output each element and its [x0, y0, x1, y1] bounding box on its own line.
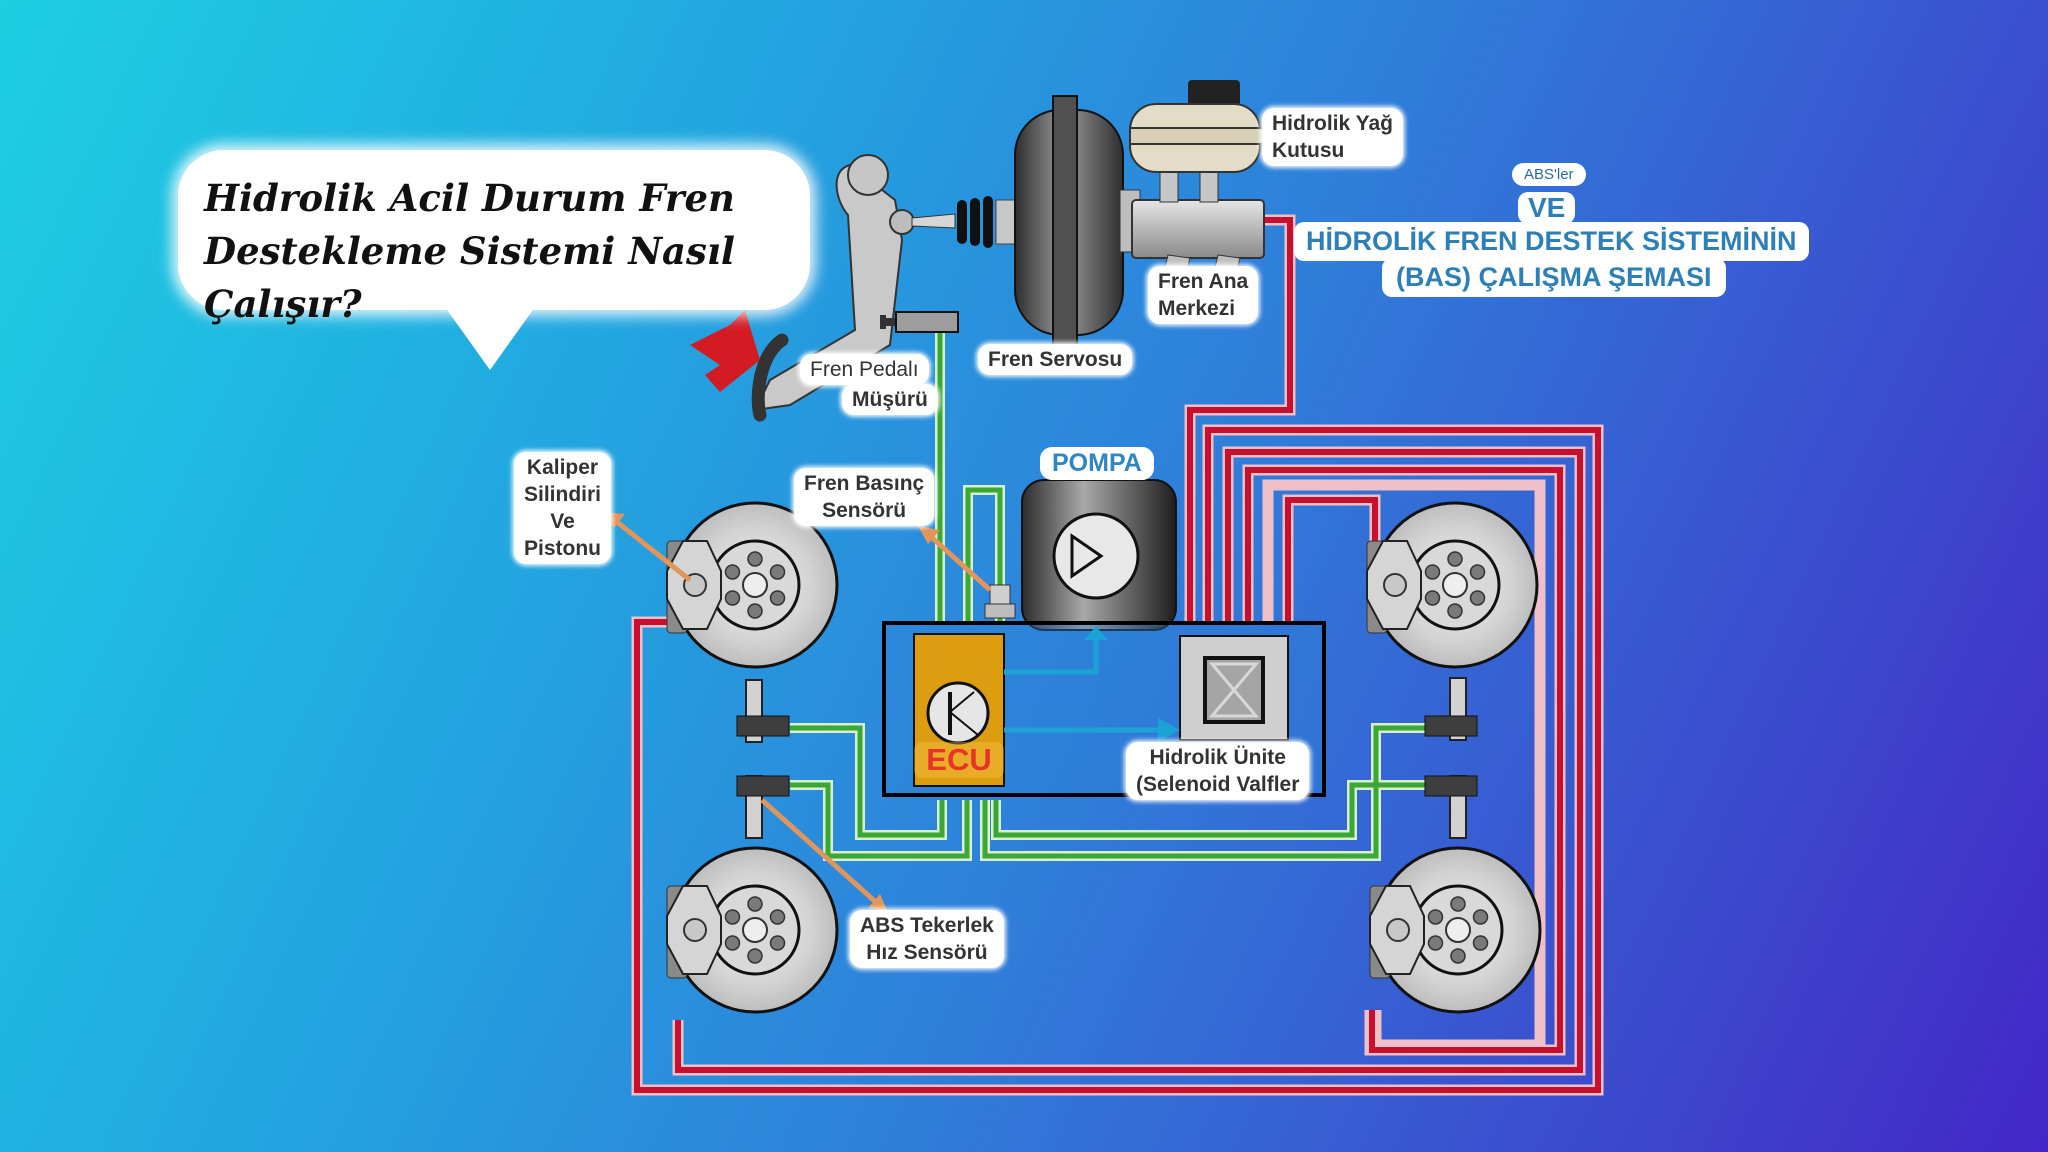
- caliper: [1369, 885, 1425, 979]
- master-cylinder-label: Fren Ana Merkezi: [1148, 266, 1259, 324]
- brake-line-front-right: [1285, 497, 1378, 625]
- speed-sensor-pointer: [760, 798, 880, 906]
- question-bubble-tail: [440, 300, 540, 370]
- hydraulic-unit-label: Hidrolik Ünite (Selenoid Valfler: [1126, 742, 1310, 800]
- speed-sensor-front-right: [1424, 677, 1478, 741]
- pressure-sensor-label: Fren Basınç Sensörü: [794, 468, 935, 526]
- pump-control-arrow: [1004, 640, 1099, 675]
- wheel-front-left: [666, 501, 839, 669]
- speed-sensor-rear-left: [736, 775, 790, 839]
- pedal-switch: [880, 311, 959, 333]
- valve-icon: [1208, 662, 1260, 718]
- play-icon: [1070, 533, 1104, 579]
- fluid-reservoir: [1129, 80, 1266, 173]
- pump-label: POMPA: [1040, 447, 1154, 480]
- pressure-sensor: [984, 584, 1016, 619]
- caliper: [666, 885, 722, 979]
- reservoir-label: Hidrolik Yağ Kutusu: [1262, 108, 1403, 166]
- wheel-rear-left: [666, 846, 839, 1014]
- wheel-speed-sensor-label: ABS Tekerlek Hız Sensörü: [850, 910, 1004, 968]
- speed-sensor-rear-right: [1424, 775, 1478, 839]
- wheel-rear-right: [1369, 846, 1542, 1014]
- signal-lines: [790, 318, 1450, 861]
- abs-label: ABS'ler: [1512, 163, 1586, 186]
- arrow-up-icon: [1084, 626, 1108, 640]
- brake-line-rear-left: [675, 449, 1583, 1073]
- pressure-pointer: [926, 532, 992, 592]
- ecu-label: ECU: [914, 742, 1004, 778]
- wheel-speed-sensors: [736, 677, 1478, 839]
- transistor-icon: [926, 681, 990, 745]
- question-text: Hidrolik Acil Durum Fren Destekleme Sist…: [204, 176, 735, 326]
- caliper-pointer: [610, 516, 692, 582]
- title-line-1: HİDROLİK FREN DESTEK SİSTEMİNİN: [1294, 222, 1809, 261]
- wheel-front-right: [1366, 501, 1539, 669]
- arrow-right-icon: [1158, 718, 1180, 742]
- speed-sensor-front-left: [736, 679, 790, 743]
- brake-line-master: [1187, 217, 1293, 625]
- question-bubble: [178, 150, 810, 310]
- title-ve: VE: [1518, 192, 1576, 224]
- brake-lines: [631, 214, 1604, 1096]
- brake-line-rear-right: [1245, 467, 1563, 1053]
- pedal-switch-label-2: Müşürü: [842, 384, 938, 415]
- piston: [1386, 918, 1410, 942]
- caliper: [1366, 540, 1422, 634]
- servo-label: Fren Servosu: [978, 344, 1133, 375]
- piston: [1383, 573, 1407, 597]
- press-arrow-icon: [690, 310, 760, 392]
- servo-bellows: [957, 196, 1017, 248]
- caliper-label: Kaliper Silindiri Ve Pistonu: [514, 452, 612, 564]
- brake-servo: [1014, 95, 1141, 352]
- caliper: [666, 540, 722, 634]
- title-line-2: (BAS) ÇALIŞMA ŞEMASI: [1382, 258, 1726, 297]
- pump: [1021, 479, 1177, 631]
- piston: [683, 918, 707, 942]
- brake-line-front-left: [634, 427, 1601, 1093]
- pedal-switch-label-1: Fren Pedalı: [800, 354, 929, 385]
